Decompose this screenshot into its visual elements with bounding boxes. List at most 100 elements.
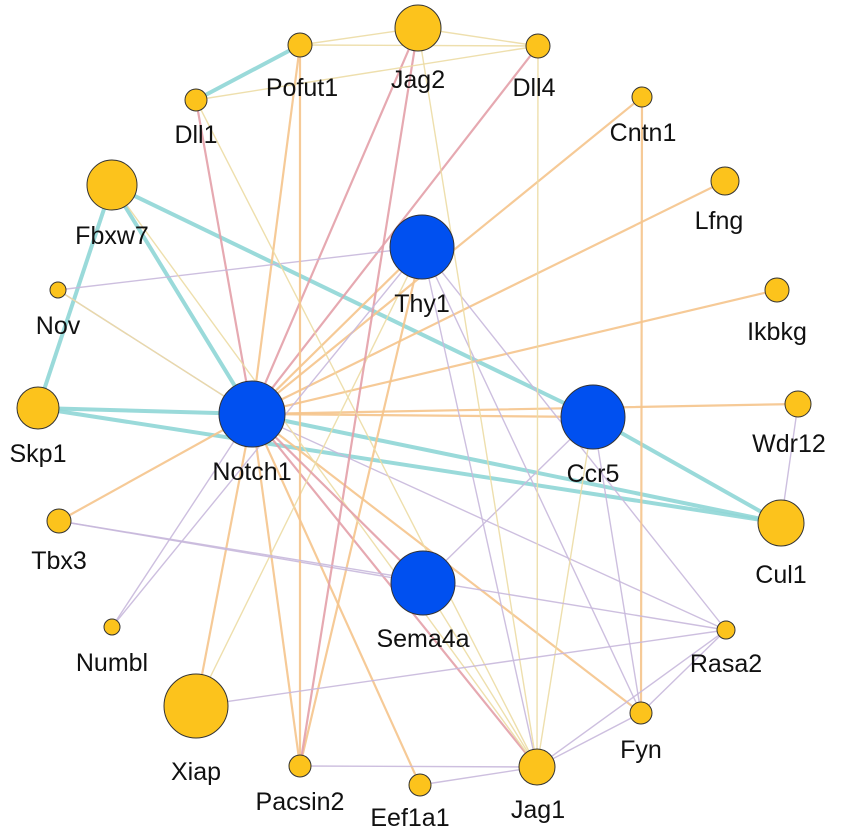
edge-dll1-dll4 <box>195 45 539 101</box>
edge-notch1-ikbkg <box>250 288 779 416</box>
node-cul1[interactable]: Cul1 <box>755 499 807 589</box>
node-tbx3[interactable]: Tbx3 <box>31 508 87 575</box>
edge-rasa2-jag1 <box>536 629 727 768</box>
edge-thy1-fyn <box>421 246 642 714</box>
node-eef1a1[interactable]: Eef1a1 <box>370 773 450 832</box>
edge-fbxw7-ccr5 <box>110 183 595 419</box>
node-label-sema4a: Sema4a <box>376 625 469 653</box>
node-thy1[interactable]: Thy1 <box>389 214 455 318</box>
node-label-tbx3: Tbx3 <box>31 547 87 575</box>
node-circle-numbl[interactable] <box>103 618 121 636</box>
node-rasa2[interactable]: Rasa2 <box>690 620 762 678</box>
edge-jag2-pacsin2 <box>298 26 420 768</box>
node-label-jag2: Jag2 <box>391 66 445 94</box>
edge-xiap-rasa2 <box>195 629 727 707</box>
edge-pacsin2-jag1 <box>299 765 538 768</box>
edge-ccr5-cul1 <box>591 415 783 525</box>
edge-notch1-eef1a1 <box>250 412 422 787</box>
node-label-skp1: Skp1 <box>10 440 67 468</box>
node-circle-fbxw7[interactable] <box>86 159 138 211</box>
node-circle-dll4[interactable] <box>525 33 551 59</box>
node-circle-pacsin2[interactable] <box>288 754 312 778</box>
node-circle-ikbkg[interactable] <box>764 277 790 303</box>
node-wdr12[interactable]: Wdr12 <box>752 390 826 458</box>
node-label-pacsin2: Pacsin2 <box>256 788 345 816</box>
node-label-ikbkg: Ikbkg <box>747 318 807 346</box>
node-fyn[interactable]: Fyn <box>620 701 662 764</box>
edge-notch1-pofut1 <box>250 43 302 416</box>
edge-notch1-lfng <box>250 179 727 416</box>
node-lfng[interactable]: Lfng <box>695 166 744 235</box>
node-circle-cntn1[interactable] <box>631 86 653 108</box>
edge-notch1-thy1 <box>250 245 424 416</box>
edge-ccr5-jag1 <box>536 416 594 768</box>
node-circle-wdr12[interactable] <box>784 390 812 418</box>
edge-nov-notch1 <box>57 289 253 415</box>
edge-rasa2-fyn <box>640 629 727 714</box>
node-label-lfng: Lfng <box>695 207 744 235</box>
node-skp1[interactable]: Skp1 <box>10 386 67 468</box>
edge-notch1-tbx3 <box>57 412 254 523</box>
edge-ccr5-sema4a <box>422 416 594 584</box>
edge-notch1-jag2 <box>250 26 420 416</box>
node-label-dll4: Dll4 <box>512 74 555 102</box>
edge-skp1-notch1 <box>36 406 254 416</box>
edge-notch1-dll1 <box>194 98 254 416</box>
node-circle-lfng[interactable] <box>710 166 740 196</box>
node-circle-notch1[interactable] <box>218 380 286 448</box>
node-label-xiap: Xiap <box>171 758 221 786</box>
edge-fbxw7-jag1 <box>111 184 538 768</box>
node-circle-cul1[interactable] <box>757 499 805 547</box>
node-circle-tbx3[interactable] <box>46 508 72 534</box>
node-circle-sema4a[interactable] <box>390 550 456 616</box>
edge-notch1-cul1 <box>250 412 783 525</box>
node-circle-fyn[interactable] <box>629 701 653 725</box>
node-circle-rasa2[interactable] <box>716 620 736 640</box>
node-nov[interactable]: Nov <box>36 281 81 340</box>
node-ccr5[interactable]: Ccr5 <box>560 384 626 488</box>
node-numbl[interactable]: Numbl <box>76 618 148 677</box>
edge-notch1-sema4a <box>250 412 425 585</box>
node-circle-ccr5[interactable] <box>560 384 626 450</box>
edge-cntn1-fyn <box>639 95 644 715</box>
edge-notch1-numbl <box>111 413 253 628</box>
node-label-eef1a1: Eef1a1 <box>370 804 449 832</box>
edge-thy1-nov <box>57 246 423 291</box>
node-dll1[interactable]: Dll1 <box>174 88 218 149</box>
edge-dll4-jag1 <box>536 45 539 768</box>
node-pofut1[interactable]: Pofut1 <box>266 32 338 102</box>
node-circle-dll1[interactable] <box>184 88 208 112</box>
node-circle-skp1[interactable] <box>16 386 60 430</box>
edge-notch1-wdr12 <box>250 402 800 416</box>
edge-notch1-ccr5 <box>250 412 595 419</box>
node-circle-pofut1[interactable] <box>287 32 313 58</box>
node-pacsin2[interactable]: Pacsin2 <box>256 754 345 816</box>
node-circle-thy1[interactable] <box>389 214 455 280</box>
node-jag2[interactable]: Jag2 <box>391 4 445 94</box>
edge-notch1-pacsin2 <box>250 412 302 768</box>
node-xiap[interactable]: Xiap <box>163 673 229 786</box>
edge-ccr5-fyn <box>592 416 642 714</box>
edge-dll1-pofut1 <box>194 43 302 102</box>
node-circle-nov[interactable] <box>49 281 67 299</box>
node-label-jag1: Jag1 <box>511 796 565 824</box>
node-notch1[interactable]: Notch1 <box>212 380 292 486</box>
node-label-wdr12: Wdr12 <box>752 430 826 458</box>
node-circle-eef1a1[interactable] <box>408 773 432 797</box>
node-fbxw7[interactable]: Fbxw7 <box>75 159 149 250</box>
node-dll4[interactable]: Dll4 <box>512 33 556 102</box>
edge-jag2-jag1 <box>417 27 538 768</box>
edge-notch1-xiap <box>194 412 254 708</box>
node-circle-jag2[interactable] <box>394 4 442 52</box>
node-ikbkg[interactable]: Ikbkg <box>747 277 807 346</box>
node-cntn1[interactable]: Cntn1 <box>610 86 677 147</box>
node-sema4a[interactable]: Sema4a <box>376 550 470 653</box>
node-label-dll1: Dll1 <box>174 121 217 149</box>
node-label-cul1: Cul1 <box>755 561 806 589</box>
node-label-fbxw7: Fbxw7 <box>75 222 149 250</box>
edge-dll1-jag1 <box>195 99 538 768</box>
node-label-numbl: Numbl <box>76 649 148 677</box>
node-jag1[interactable]: Jag1 <box>511 748 565 824</box>
node-circle-jag1[interactable] <box>518 748 556 786</box>
node-circle-xiap[interactable] <box>163 673 229 739</box>
